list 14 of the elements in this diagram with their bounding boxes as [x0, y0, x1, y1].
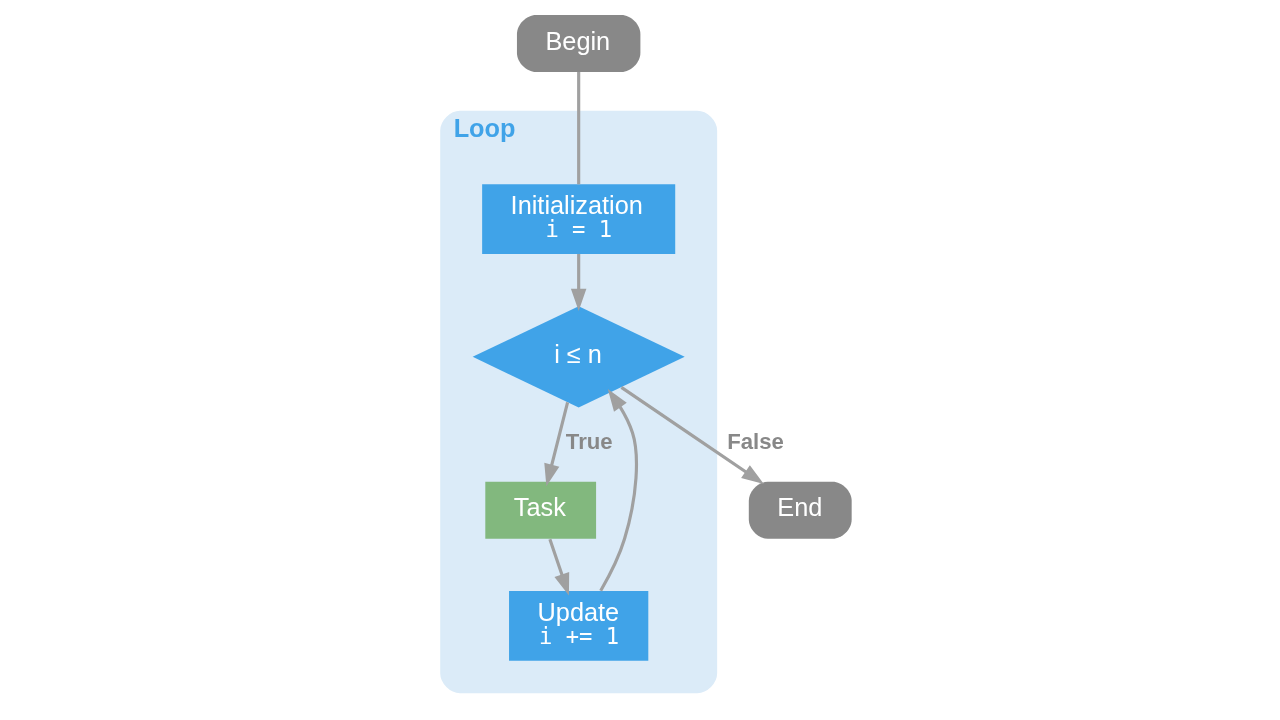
arrow [599, 389, 638, 592]
arrow [548, 538, 570, 596]
arrow [544, 401, 570, 487]
node-box: Update i += 1 [509, 591, 649, 661]
node-box: End [748, 481, 852, 539]
node-box: Initialization i = 1 [482, 184, 676, 254]
node-diamond: i ≤ n [472, 306, 685, 408]
arrow [620, 386, 764, 485]
edge-label: False [727, 428, 784, 454]
node-box: Begin [516, 15, 641, 72]
edge-label: True [565, 428, 613, 454]
connector [577, 72, 581, 185]
node-box: Task [485, 481, 597, 539]
arrow [570, 254, 587, 311]
